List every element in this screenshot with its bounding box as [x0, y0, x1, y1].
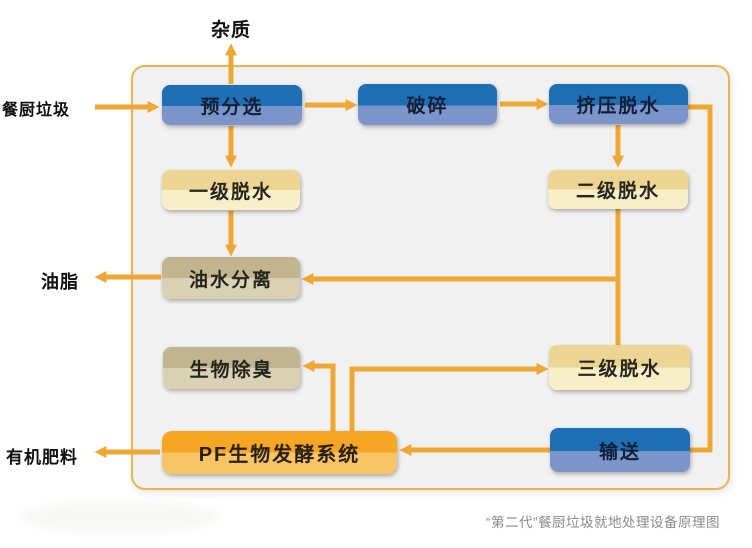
- node-conveying: 输送: [550, 428, 690, 472]
- label-impurities: 杂质: [210, 20, 251, 41]
- node-tertiary-dewatering: 三级脱水: [549, 345, 690, 390]
- label-organic-fertilizer: 有机肥料: [6, 448, 78, 467]
- diagram-caption: “第二代”餐厨垃圾就地处理设备原理图: [486, 515, 720, 530]
- label-grease: 油脂: [41, 272, 79, 292]
- node-oil-water-separation: 油水分离: [162, 257, 300, 299]
- node-secondary-dewatering: 二级脱水: [548, 170, 688, 209]
- watermark-smudge: [20, 500, 220, 534]
- node-pre-sorting: 预分选: [162, 85, 302, 125]
- node-pf-fermentation-system: PF生物发酵系统: [162, 431, 397, 474]
- node-squeeze-dewatering: 挤压脱水: [549, 84, 688, 124]
- label-kitchen-waste: 餐厨垃圾: [2, 102, 71, 119]
- node-crushing: 破碎: [358, 84, 497, 125]
- node-primary-dewatering: 一级脱水: [162, 170, 300, 210]
- node-bio-deodorization: 生物除臭: [163, 347, 300, 389]
